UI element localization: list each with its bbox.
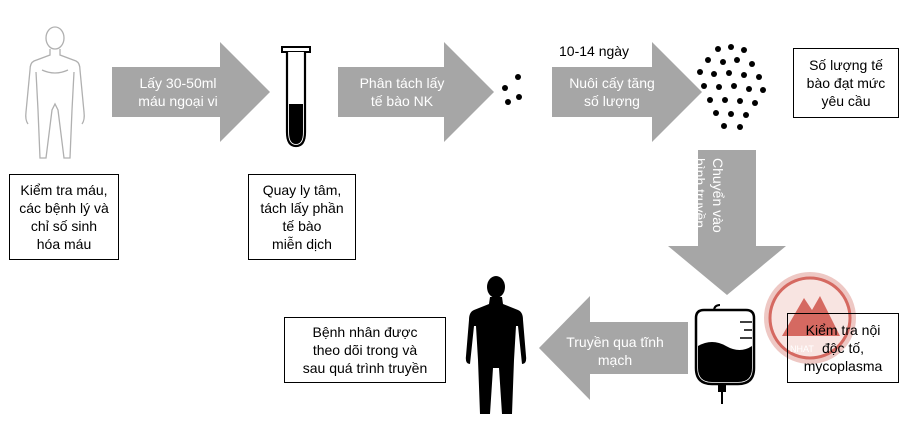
arrow-transfer-bag	[668, 150, 786, 295]
test-tube-icon	[281, 46, 311, 148]
monitoring-box: Bệnh nhân được theo dõi trong và sau quá…	[284, 317, 446, 383]
culture-duration-label: 10-14 ngày	[559, 43, 630, 59]
blood-check-line-1: Kiểm tra máu,	[20, 182, 108, 198]
target-count-line-3: yêu cầu	[821, 93, 871, 109]
blood-check-box: Kiểm tra máu, các bệnh lý và chỉ số sinh…	[9, 174, 119, 260]
toxin-check-line-1: Kiểm tra nội	[805, 322, 881, 338]
target-count-line-2: bào đạt mức	[806, 75, 886, 91]
cell-dots-icon	[502, 74, 522, 105]
toxin-check-line-3: mycoplasma	[803, 358, 883, 374]
monitoring-line-2: theo dõi trong và	[312, 342, 418, 358]
culture-line-1: Nuôi cấy tăng	[569, 75, 655, 91]
draw-blood-line-2: máu ngoại vi	[138, 93, 218, 109]
arrow-culture	[552, 42, 702, 142]
culture-line-2: số lượng	[584, 93, 640, 109]
target-count-line-1: Số lượng tế	[809, 57, 883, 73]
human-silhouette-icon	[465, 276, 527, 414]
centrifuge-box: Quay ly tâm, tách lấy phần tế bào miễn d…	[248, 174, 356, 260]
arrow-separate-nk	[338, 42, 494, 142]
transfer-bag-line-1: Chuyển vào	[710, 158, 726, 233]
blood-check-line-4: hóa máu	[36, 236, 92, 252]
transfer-bag-line-2: bình truyền	[692, 158, 708, 229]
arrow-draw-blood	[112, 42, 270, 142]
toxin-check-box: Kiểm tra nội độc tố, mycoplasma	[787, 313, 899, 383]
centrifuge-line-1: Quay ly tâm,	[262, 182, 342, 198]
separate-nk-line-1: Phân tách lấy	[359, 75, 445, 91]
blood-check-line-2: các bệnh lý và	[19, 200, 109, 216]
arrow-draw-blood-label: Lấy 30-50ml máu ngoại vi	[114, 74, 242, 110]
arrow-transfer-bag-label: Chuyển vào bình truyền	[691, 158, 727, 258]
arrow-culture-label: Nuôi cấy tăng số lượng	[552, 74, 672, 110]
draw-blood-line-1: Lấy 30-50ml	[139, 75, 217, 91]
toxin-check-line-2: độc tố,	[821, 340, 865, 356]
monitoring-line-3: sau quá trình truyền	[302, 360, 428, 376]
iv-bag-icon	[694, 304, 756, 404]
cell-cluster-icon	[697, 44, 766, 130]
infuse-line-1: Truyền qua tĩnh	[566, 334, 664, 350]
monitoring-line-1: Bệnh nhân được	[312, 324, 418, 340]
blood-check-line-3: chỉ số sinh	[30, 218, 98, 234]
separate-nk-line-2: tế bào NK	[370, 93, 434, 109]
centrifuge-line-2: tách lấy phần	[260, 200, 344, 216]
arrow-infuse	[539, 296, 688, 400]
infuse-line-2: mạch	[597, 352, 633, 368]
centrifuge-line-4: miễn dịch	[272, 236, 332, 252]
centrifuge-line-3: tế bào	[282, 218, 322, 234]
watermark-text: NHAT	[790, 344, 814, 354]
arrow-infuse-label: Truyền qua tĩnh mạch	[550, 333, 680, 369]
human-outline-icon	[25, 26, 85, 159]
target-count-box: Số lượng tế bào đạt mức yêu cầu	[793, 48, 899, 118]
arrow-separate-nk-label: Phân tách lấy tế bào NK	[340, 74, 464, 110]
